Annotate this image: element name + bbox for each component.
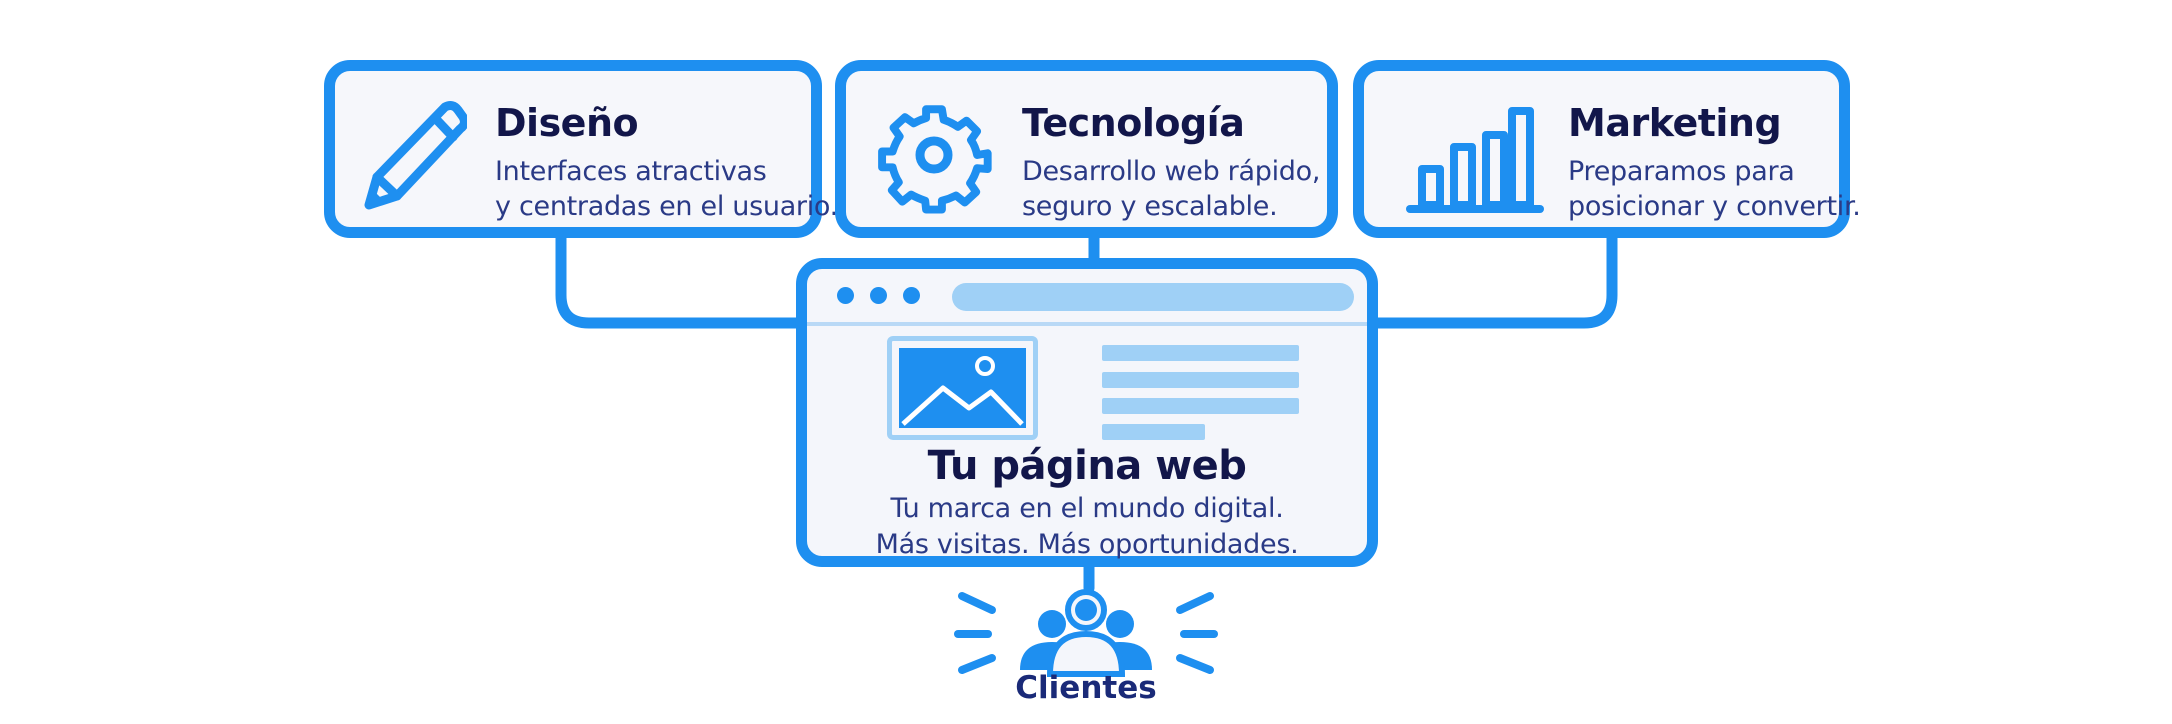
website-title: Tu página web (927, 443, 1247, 489)
card-description: Desarrollo web rápido, seguro y escalabl… (1022, 154, 1320, 224)
text-placeholder-line (1102, 398, 1299, 414)
card-tecnologia: Tecnología Desarrollo web rápido, seguro… (835, 60, 1338, 238)
toolbar-divider (807, 322, 1367, 326)
text-placeholder-line (1102, 372, 1299, 388)
connector-marketing (1370, 232, 1618, 329)
card-description-line: posicionar y convertir. (1568, 191, 1861, 222)
website-subtitle-line: Tu marca en el mundo digital. (890, 493, 1284, 524)
users-group-icon (954, 589, 1218, 677)
card-marketing: Marketing Preparamos para posicionar y c… (1353, 60, 1861, 238)
window-dot (837, 287, 854, 304)
window-dot (870, 287, 887, 304)
card-title: Tecnología (1022, 101, 1245, 145)
address-bar (952, 283, 1354, 311)
window-dot (903, 287, 920, 304)
gear-icon (878, 105, 992, 214)
card-description-line: Preparamos para (1568, 156, 1795, 187)
text-placeholder-line (1102, 424, 1205, 440)
image-placeholder (887, 336, 1038, 440)
clients-label: Clientes (1015, 670, 1157, 706)
card-description: Preparamos para posicionar y convertir. (1568, 154, 1861, 224)
image-icon (899, 348, 1026, 428)
card-description-line: Interfaces atractivas (495, 156, 767, 187)
card-title: Marketing (1568, 101, 1782, 145)
card-title: Diseño (495, 101, 639, 145)
card-description: Interfaces atractivas y centradas en el … (495, 154, 838, 224)
website-browser-window: Tu página web Tu marca en el mundo digit… (796, 258, 1378, 567)
card-description-line: seguro y escalable. (1022, 191, 1278, 222)
card-diseno: Diseño Interfaces atractivas y centradas… (324, 60, 838, 238)
card-description-line: y centradas en el usuario. (495, 191, 838, 222)
card-description-line: Desarrollo web rápido, (1022, 156, 1321, 187)
text-placeholder-line (1102, 345, 1299, 361)
connector-diseno (555, 232, 804, 329)
website-subtitle-line: Más visitas. Más oportunidades. (875, 529, 1299, 560)
pencil-icon (364, 101, 467, 210)
bar-chart-icon (1406, 107, 1544, 213)
